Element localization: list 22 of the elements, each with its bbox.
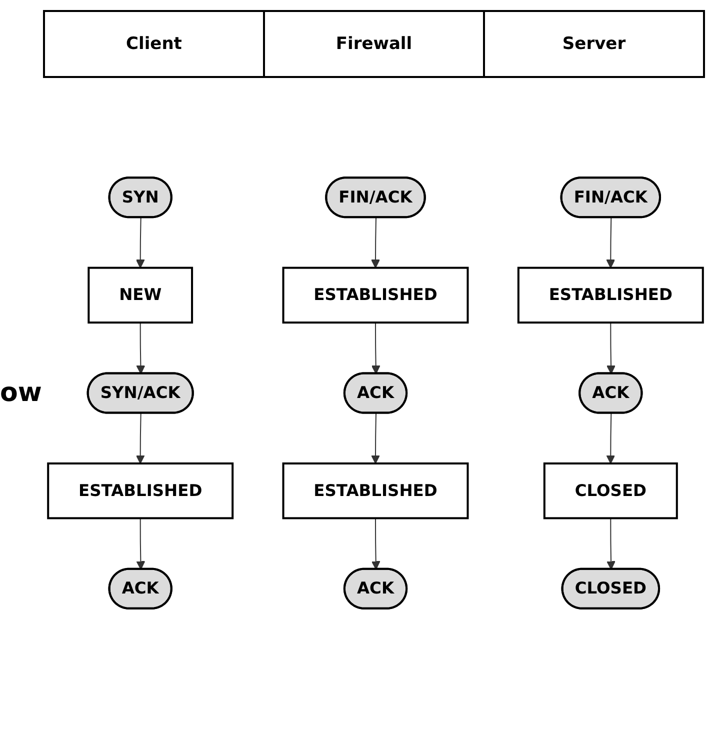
arrow	[136, 322, 146, 374]
arrow	[136, 218, 145, 268]
arrow	[371, 413, 380, 464]
node-box: ESTABLISHED	[47, 462, 234, 520]
arrow	[606, 518, 616, 570]
arrow	[136, 413, 145, 464]
node-box: NEW	[88, 266, 194, 324]
arrow	[371, 518, 380, 570]
arrow	[136, 518, 146, 570]
arrow	[606, 413, 616, 464]
header-cell: Firewall	[263, 10, 485, 78]
arrow	[371, 322, 380, 374]
node-box: CLOSED	[543, 462, 678, 520]
node-box: ESTABLISHED	[282, 462, 469, 520]
arrow	[606, 218, 616, 268]
header-cell: Server	[483, 10, 705, 78]
arrow	[606, 322, 616, 374]
header-cell: Client	[43, 10, 265, 78]
node-box: ESTABLISHED	[282, 266, 469, 324]
arrow	[371, 218, 380, 268]
node-box: ESTABLISHED	[517, 266, 704, 324]
side-text: ow	[0, 378, 42, 408]
